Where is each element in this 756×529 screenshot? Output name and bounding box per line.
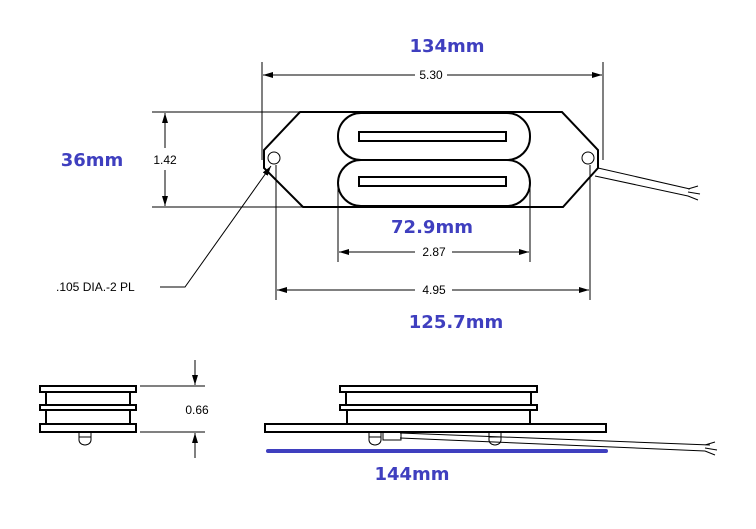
- dimension-height: 0.66: [140, 360, 209, 458]
- dimension-pole-length: 2.87 72.9mm: [337, 182, 531, 262]
- overall-length-mm: 134mm: [409, 36, 484, 57]
- hole-callout: .105 DIA.-2 PL: [56, 165, 272, 294]
- hole-spacing-in: 4.95: [422, 283, 446, 297]
- dimension-hole-spacing: 4.95 125.7mm: [275, 165, 591, 333]
- side-view: 144mm: [264, 385, 718, 485]
- mount-hole-left: [267, 151, 281, 165]
- top-view: [263, 111, 701, 208]
- pole-blade-lower: [358, 176, 507, 187]
- overall-length-in: 5.30: [419, 68, 443, 82]
- width-mm: 36mm: [61, 150, 124, 171]
- hole-note: .105 DIA.-2 PL: [56, 280, 135, 294]
- width-in: 1.42: [153, 153, 177, 167]
- hole-spacing-mm: 125.7mm: [409, 312, 503, 333]
- base-length-mm: 144mm: [374, 464, 449, 485]
- pole-length-in: 2.87: [422, 245, 446, 259]
- end-view: [39, 385, 137, 446]
- pole-length-mm: 72.9mm: [391, 217, 473, 238]
- lead-wire: [594, 167, 701, 201]
- dimension-width: 1.42 36mm: [61, 111, 303, 208]
- height-in: 0.66: [185, 403, 209, 417]
- pole-blade-upper: [358, 131, 507, 142]
- mount-hole-right: [581, 151, 595, 165]
- dimension-overall-length: 5.30 134mm: [261, 36, 604, 160]
